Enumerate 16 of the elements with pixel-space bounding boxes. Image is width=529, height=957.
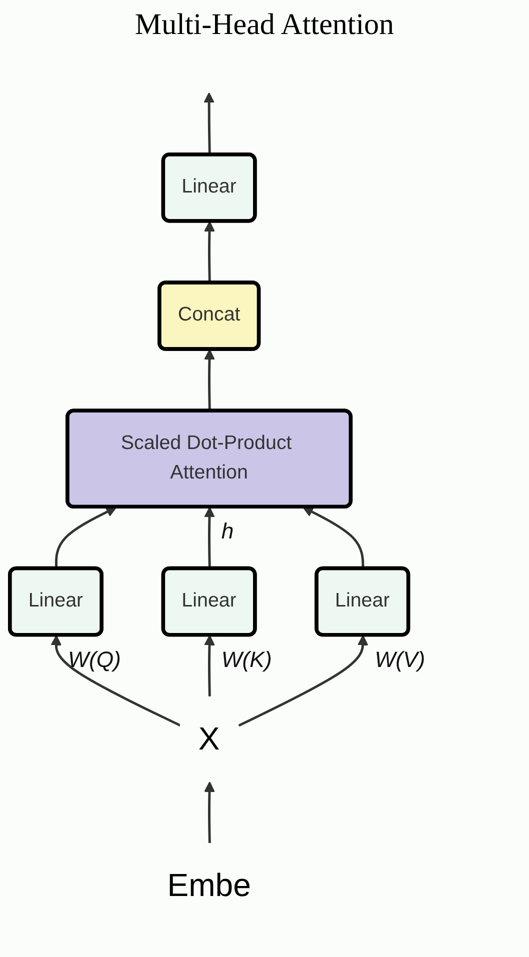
- node-text: Embe: [167, 866, 251, 904]
- arrow: [55, 506, 117, 569]
- arrow: [204, 349, 215, 412]
- side-label: h: [221, 518, 234, 544]
- side-label: W(Q): [68, 646, 121, 672]
- side-label: W(K): [221, 646, 272, 672]
- node-text: X: [198, 720, 220, 757]
- arrow: [204, 221, 215, 284]
- arrow: [238, 634, 368, 727]
- arrow: [302, 506, 364, 569]
- arrow: [50, 634, 182, 727]
- diagram-title: Multi-Head Attention: [134, 8, 396, 42]
- arrow: [204, 634, 215, 698]
- arrow: [204, 782, 215, 844]
- arrow: [204, 506, 215, 569]
- side-label: W(V): [374, 646, 426, 672]
